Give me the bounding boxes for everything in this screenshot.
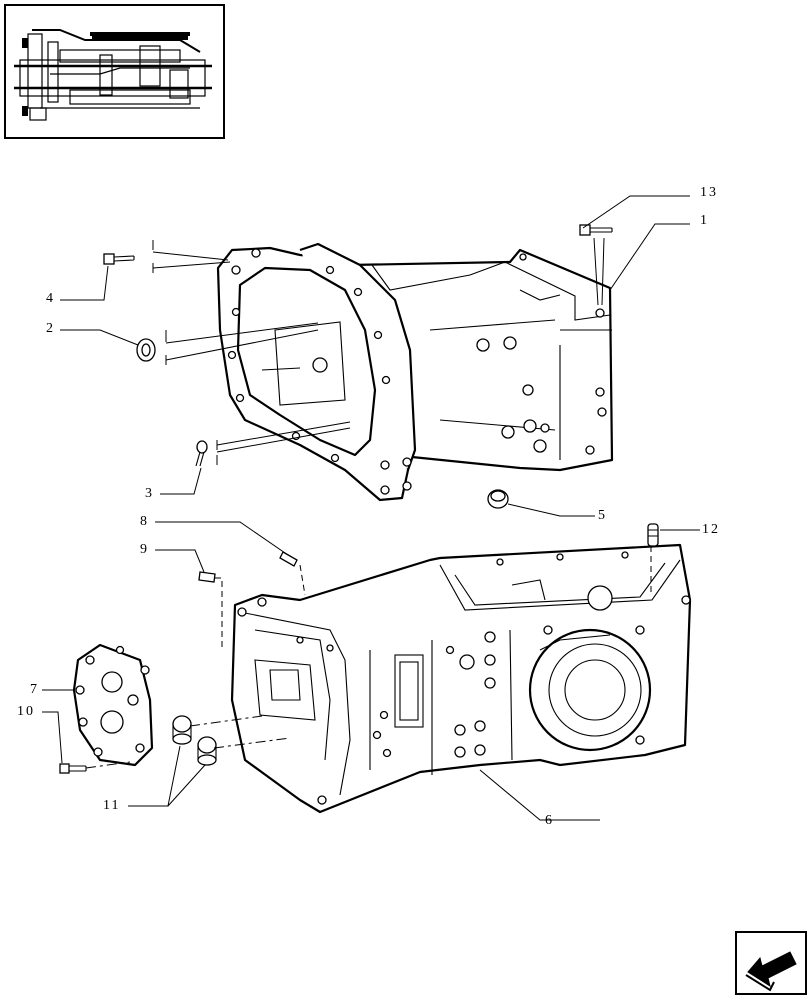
stud-8 <box>279 551 298 567</box>
callout-13: 13 <box>700 185 718 200</box>
leader-lines <box>42 195 700 821</box>
next-page-arrow-icon[interactable] <box>735 931 807 995</box>
callout-7: 7 <box>30 682 39 697</box>
upper-transmission-housing <box>216 242 614 502</box>
bolt-13 <box>579 224 613 236</box>
callout-3: 3 <box>145 486 154 501</box>
callout-11: 11 <box>103 798 120 813</box>
bush-2 <box>136 338 156 362</box>
bolt-10 <box>59 763 87 774</box>
stud-9 <box>198 571 216 583</box>
cover-plate-7 <box>72 643 154 767</box>
callout-4: 4 <box>46 291 55 306</box>
callout-labels: 13 1 4 2 3 5 8 12 9 7 10 11 6 <box>17 185 720 828</box>
callout-1: 1 <box>700 213 709 228</box>
callout-2: 2 <box>46 321 55 336</box>
pin-3 <box>195 440 208 467</box>
bolt-4 <box>103 253 135 265</box>
callout-10: 10 <box>17 704 35 719</box>
lower-transmission-housing <box>230 543 692 814</box>
transmission-overview-thumbnail-icon[interactable] <box>4 4 225 139</box>
callout-8: 8 <box>140 514 149 529</box>
plug-5 <box>487 489 509 509</box>
dowel-11-b <box>197 736 217 766</box>
callout-9: 9 <box>140 542 149 557</box>
stud-12 <box>647 523 659 547</box>
callout-12: 12 <box>702 522 720 537</box>
callout-6: 6 <box>545 813 554 828</box>
dowel-11-a <box>172 715 192 745</box>
callout-5: 5 <box>598 508 607 523</box>
